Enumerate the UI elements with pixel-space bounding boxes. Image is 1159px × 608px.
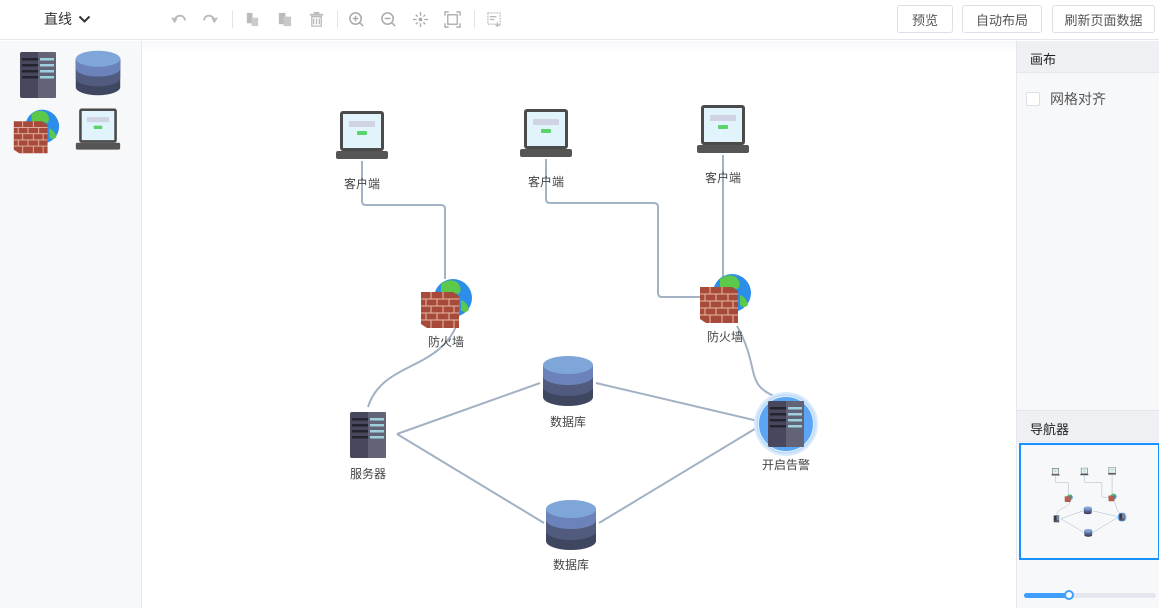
zoom-slider-thumb[interactable]	[1063, 590, 1074, 600]
client-icon[interactable]	[336, 111, 388, 159]
stencil-firewall-icon[interactable]	[12, 107, 60, 155]
zoom-slider-track	[1024, 593, 1156, 598]
multi-select-button[interactable]	[484, 9, 504, 29]
stencil-client-icon[interactable]	[74, 105, 122, 153]
toolbar-divider	[232, 10, 233, 28]
alert-halo-ring	[1117, 512, 1127, 522]
chevron-down-icon	[78, 15, 91, 23]
server-icon	[1119, 513, 1125, 521]
client-icon	[1080, 467, 1089, 476]
refresh-data-button[interactable]: 刷新页面数据	[1052, 5, 1155, 33]
server-icon[interactable]	[350, 412, 386, 458]
firewall-icon[interactable]	[699, 273, 752, 324]
node-label-db1[interactable]: 数据库	[549, 415, 587, 429]
preview-button[interactable]: 预览	[897, 5, 953, 33]
copy-button[interactable]	[242, 9, 262, 29]
toolbar-divider	[474, 10, 475, 28]
graph-canvas[interactable]: 客户端客户端客户端防火墙防火墙服务器数据库数据库开启告警	[142, 41, 1016, 608]
edge-db2-server2	[1092, 517, 1118, 533]
edge-firewall1-server1	[1056, 500, 1071, 515]
firewall-icon[interactable]	[420, 278, 473, 329]
canvas-section-title: 画布	[1017, 41, 1159, 73]
copy-icon	[246, 12, 258, 26]
zoom-in-button[interactable]	[346, 9, 366, 29]
fit-center-icon	[412, 11, 428, 27]
zoom-slider[interactable]	[1024, 590, 1156, 600]
undo-button[interactable]	[168, 9, 188, 29]
edge-db1-server2	[1092, 510, 1118, 517]
grid-align-checkbox[interactable]	[1026, 92, 1040, 106]
stencil-database-icon[interactable]	[74, 49, 122, 97]
edge-client1-firewall1[interactable]	[361, 161, 446, 279]
grid-align-label: 网格对齐	[1050, 91, 1106, 107]
toolbar-divider	[337, 10, 338, 28]
paste-button[interactable]	[274, 9, 294, 29]
zoom-out-button[interactable]	[378, 9, 398, 29]
graph-layer	[336, 105, 818, 550]
fit-screen-icon	[443, 10, 461, 28]
node-label-db2[interactable]: 数据库	[552, 558, 590, 572]
edge-server1-db1[interactable]	[396, 382, 541, 435]
client-icon	[1051, 468, 1060, 476]
edge-db2-server2[interactable]	[598, 426, 759, 524]
edge-client2-firewall2[interactable]	[545, 159, 705, 298]
navigator-minimap[interactable]	[1019, 443, 1159, 560]
minimap-preview	[1051, 467, 1127, 537]
grid-align-option[interactable]: 网格对齐	[1026, 89, 1106, 109]
firewall-icon	[1064, 494, 1073, 503]
zoom-slider-fill	[1024, 593, 1069, 598]
properties-panel: 画布 网格对齐 导航器	[1016, 41, 1159, 608]
delete-button[interactable]	[306, 9, 326, 29]
database-icon	[1084, 529, 1093, 537]
node-label-client3[interactable]: 客户端	[704, 171, 742, 185]
multi-select-icon	[486, 11, 501, 27]
alert-halo-ring	[756, 394, 816, 454]
stencil-server-icon[interactable]	[14, 51, 62, 99]
redo-button[interactable]	[200, 9, 220, 29]
node-label-client1[interactable]: 客户端	[343, 177, 381, 191]
edge-firewall2-server2	[1114, 501, 1122, 514]
zoom-out-icon	[380, 11, 396, 27]
zoom-in-icon	[348, 11, 364, 27]
server-icon	[1053, 515, 1060, 523]
database-icon	[1083, 506, 1092, 515]
node-label-server1[interactable]: 服务器	[349, 467, 387, 481]
paste-icon	[278, 12, 291, 26]
edge-server1-db1	[1060, 510, 1084, 519]
node-label-client2[interactable]: 客户端	[527, 175, 565, 189]
auto-layout-button[interactable]: 自动布局	[962, 5, 1042, 33]
fit-screen-button[interactable]	[442, 9, 462, 29]
client-icon[interactable]	[697, 105, 749, 153]
node-label-server2[interactable]: 开启告警	[761, 458, 811, 472]
node-label-firewall2[interactable]: 防火墙	[706, 330, 744, 344]
client-icon[interactable]	[520, 109, 572, 157]
edge-server1-db2	[1060, 518, 1085, 533]
undo-icon	[170, 14, 186, 23]
redo-icon	[202, 14, 218, 23]
fit-center-button[interactable]	[410, 9, 430, 29]
navigator-section-title: 导航器	[1017, 410, 1159, 442]
edge-firewall2-server2[interactable]	[736, 325, 783, 400]
edge-type-label: 直线	[44, 11, 72, 27]
database-icon[interactable]	[543, 356, 593, 406]
delete-icon	[309, 11, 323, 27]
edge-firewall1-server1[interactable]	[367, 320, 459, 408]
stencil-panel	[0, 41, 142, 608]
server-icon[interactable]	[768, 401, 804, 447]
edge-server1-db2[interactable]	[396, 433, 545, 524]
edge-client2-firewall2	[1084, 475, 1110, 498]
node-label-firewall1[interactable]: 防火墙	[427, 335, 465, 349]
edge-db1-server2[interactable]	[595, 382, 759, 422]
client-icon	[1107, 467, 1117, 475]
edge-client1-firewall1	[1055, 475, 1069, 495]
edge-type-select[interactable]: 直线	[44, 9, 91, 29]
firewall-icon	[1108, 493, 1117, 502]
database-icon[interactable]	[546, 500, 596, 550]
toolbar: 直线 预览 自动布局 刷新页面数据	[0, 0, 1159, 40]
